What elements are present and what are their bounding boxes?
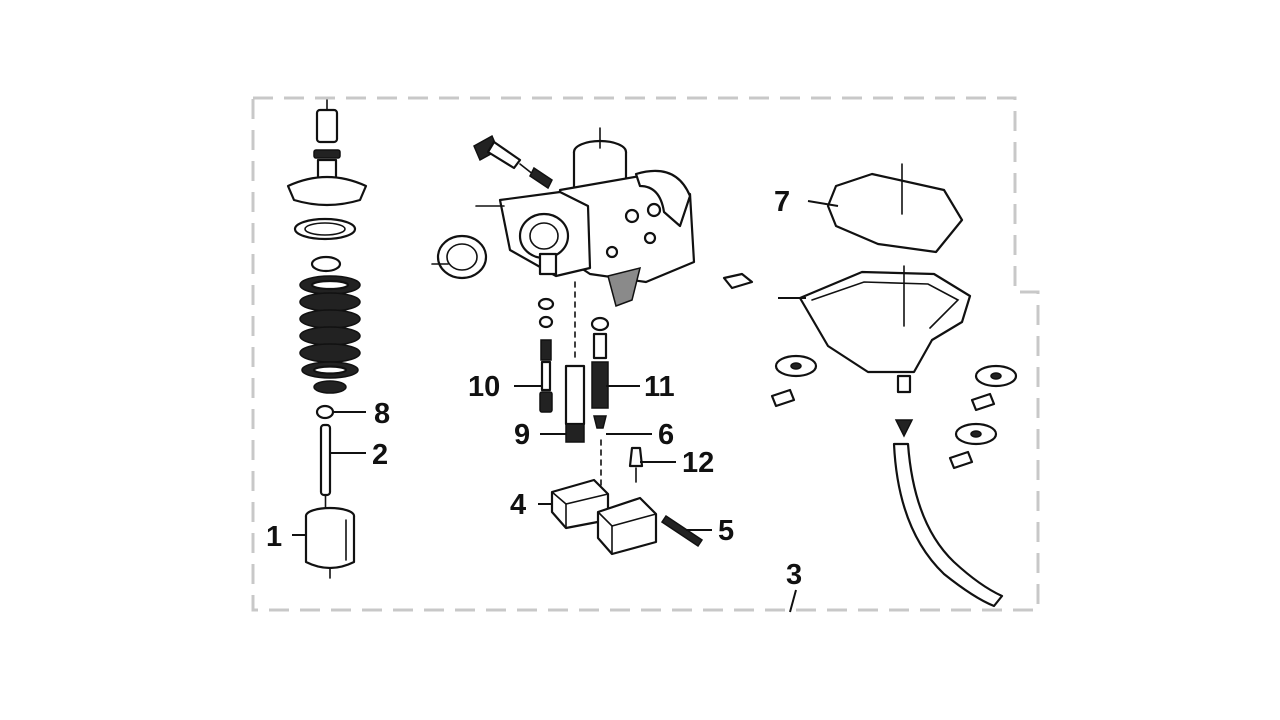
bowl-screws [770, 354, 1018, 470]
float-pin-5 [660, 514, 704, 548]
carburetor-body [431, 127, 696, 307]
float-secondary [596, 496, 658, 556]
drain-hose [892, 442, 1004, 608]
float-needle-12 [600, 439, 644, 491]
assembly-boundary [251, 96, 1040, 612]
callout-12: 12 [682, 447, 714, 479]
callout-9: 9 [514, 419, 530, 451]
needle-jet-9 [564, 281, 586, 443]
leader-3 [789, 589, 797, 613]
callout-6: 6 [658, 419, 674, 451]
callout-5: 5 [718, 515, 734, 547]
callout-1: 1 [266, 521, 282, 553]
throttle-spring [299, 275, 361, 379]
callout-11: 11 [644, 371, 675, 403]
bowl-gasket-7 [826, 163, 964, 254]
throttle-slide [304, 506, 356, 579]
main-jet-11 [590, 316, 610, 429]
float-bowl [798, 265, 972, 438]
slow-jet-10 [537, 297, 555, 413]
callout-7: 7 [774, 186, 790, 218]
jet-needle [319, 423, 332, 511]
callout-8: 8 [374, 398, 390, 430]
float-4 [550, 478, 610, 530]
throttle-cable-assembly [286, 99, 368, 273]
callout-4: 4 [510, 489, 526, 521]
callout-3: 3 [786, 559, 802, 591]
leader-7 [807, 200, 839, 207]
callout-2: 2 [372, 439, 388, 471]
callout-10: 10 [468, 371, 500, 403]
drain-screw [722, 272, 754, 290]
